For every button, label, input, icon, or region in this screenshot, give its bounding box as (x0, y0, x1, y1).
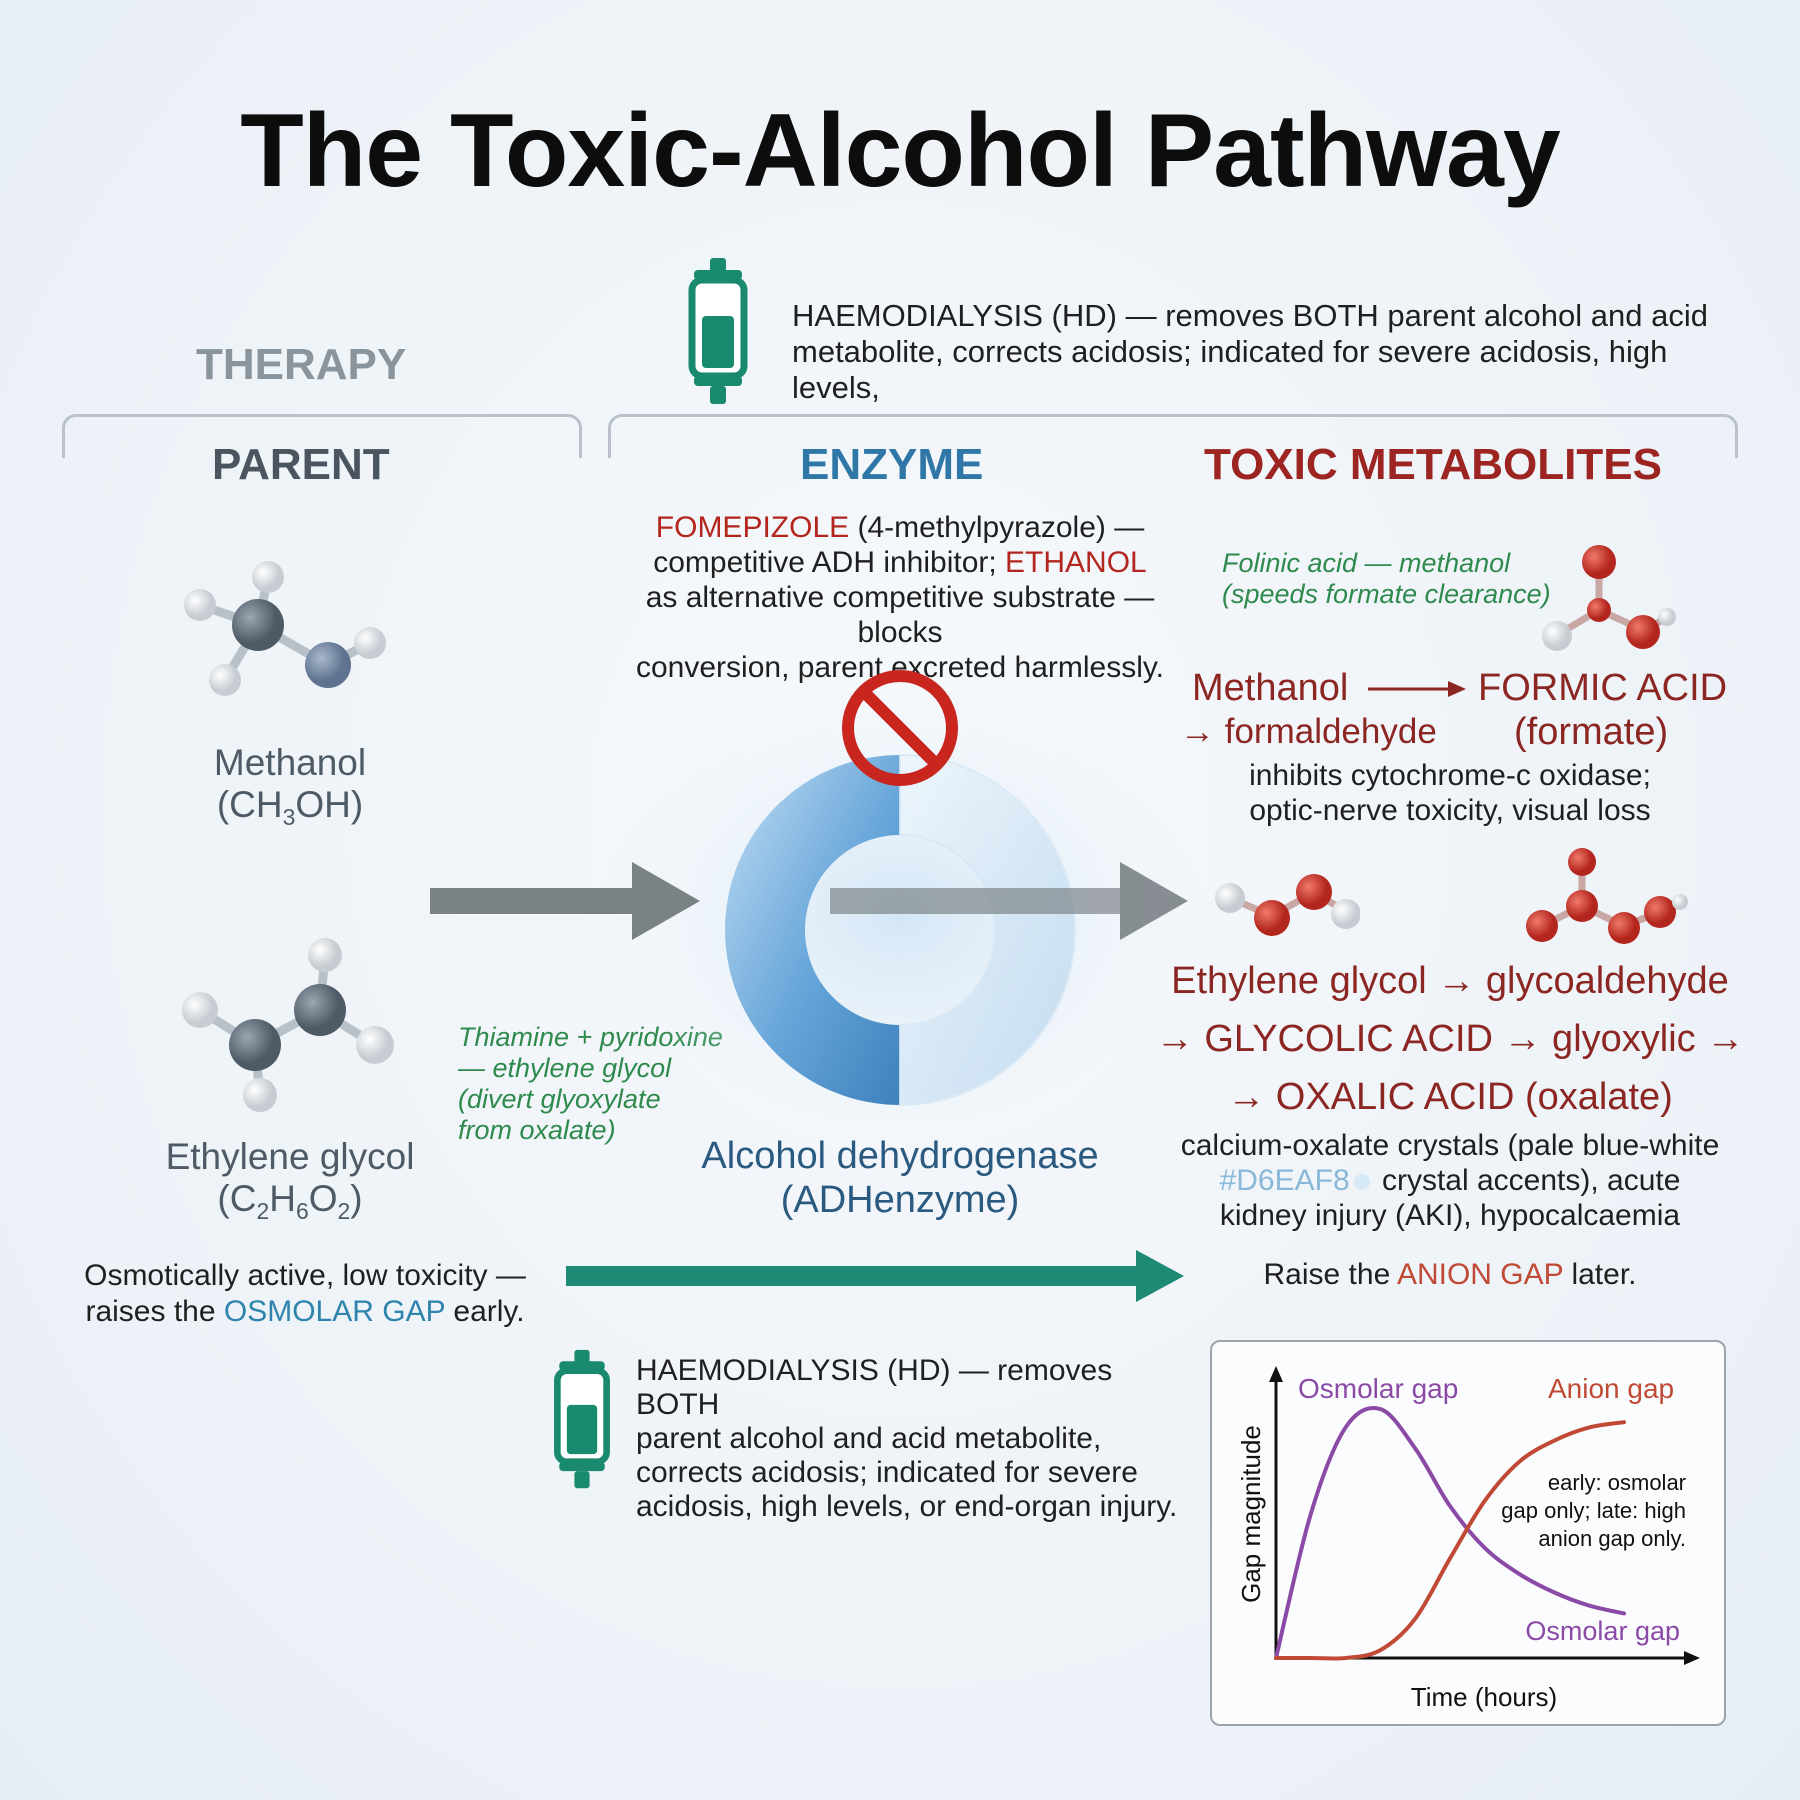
osmolar-note-line1: Osmotically active, low toxicity — (84, 1259, 526, 1292)
crystal-swatch (1353, 1174, 1370, 1191)
methanol-name: Methanol (213, 742, 367, 783)
gap-chart: Gap magnitude Time (hours) Osmolar gap A… (1236, 1366, 1700, 1712)
glycolic-acid-molecule-icon (1526, 848, 1688, 944)
methanol-formula-end: OH) (295, 784, 364, 825)
osmolar-gap-highlight: OSMOLAR GAP (223, 1295, 446, 1328)
eg-path-line3: → OXALIC ACID (oxalate) (1227, 1076, 1673, 1118)
eg-effect3: kidney injury (AKI), hypocalcaemia (1219, 1199, 1681, 1232)
methanol-formula-part: (CH (216, 784, 283, 825)
toxic-metabolites-column-header: TOXIC METABOLITES (1204, 440, 1662, 489)
enzyme-column-header: ENZYME (800, 440, 984, 489)
dialysis-filter-icon (554, 1349, 610, 1489)
eg-formula-sub: 6 (295, 1198, 309, 1225)
page-title: The Toxic-Alcohol Pathway (240, 93, 1560, 209)
eg-formula-sub: 2 (337, 1198, 351, 1225)
crystal-color-hex: #D6EAF8 (1219, 1164, 1350, 1197)
eg-formula-part: O (308, 1178, 338, 1219)
fomepizole-line3: as alternative competitive substrate — b… (645, 581, 1155, 649)
hd-bottom-line3: corrects acidosis; indicated for severe (636, 1456, 1138, 1489)
methanol-effect1: inhibits cytochrome-c oxidase; (1249, 759, 1651, 792)
folinic-line1: Folinic acid — methanol (1222, 548, 1511, 578)
eg-formula-part: H (269, 1178, 296, 1219)
hd-bottom-line1: HAEMODIALYSIS (HD) — removes BOTH (636, 1354, 1113, 1421)
anion-gap-legend: Anion gap (1548, 1373, 1674, 1404)
anion-gap-highlight: ANION GAP (1396, 1258, 1564, 1291)
hd-bottom-line4: acidosis, high levels, or end-organ inju… (636, 1490, 1178, 1523)
eg-effect1: calcium-oxalate crystals (pale blue-whit… (1180, 1129, 1720, 1162)
methanol-molecule-icon (184, 561, 386, 696)
formate-label: (formate) (1514, 711, 1669, 753)
prohibition-icon (842, 670, 958, 786)
anion-note-post: later. (1563, 1258, 1637, 1291)
methanol-path-start: Methanol (1192, 667, 1349, 709)
eg-formula-part: (C (217, 1178, 257, 1219)
enzyme-label-line2: (ADHenzyme) (780, 1179, 1020, 1221)
fomepizole-line2: competitive ADH inhibitor; (653, 546, 1006, 579)
ethylene-glycol-path: Ethylene glycol → glycoaldehyde → GLYCOL… (1150, 952, 1750, 1126)
methanol-toxicity-effect: inhibits cytochrome-c oxidase; optic-ner… (1160, 758, 1740, 828)
haemodialysis-bottom-note: HAEMODIALYSIS (HD) — removes BOTH parent… (636, 1354, 1196, 1524)
enzyme-toxic-bracket (608, 414, 1738, 458)
ethylene-glycol-label: Ethylene glycol (C2H6O2) (130, 1136, 450, 1232)
therapy-label: THERAPY (196, 340, 407, 389)
osmolar-gap-note: Osmotically active, low toxicity — raise… (60, 1258, 550, 1330)
methanol-formula-sub: 3 (282, 804, 296, 831)
glycoaldehyde-molecule-icon (1215, 874, 1360, 936)
dialysis-filter-icon (688, 258, 748, 404)
chart-annotation-line1: early: osmolar (1548, 1470, 1686, 1495)
anion-note-pre: Raise the (1263, 1258, 1397, 1291)
eg-effect2: crystal accents), acute (1373, 1164, 1681, 1197)
enzyme-label-line1: Alcohol dehydrogenase (701, 1135, 1099, 1177)
chart-annotation-line3: anion gap only. (1538, 1526, 1686, 1551)
methanol-effect2: optic-nerve toxicity, visual loss (1249, 794, 1651, 827)
thiamine-pyridoxine-note: Thiamine + pyridoxine — ethylene glycol … (458, 1022, 723, 1146)
osmolar-to-anion-arrow (566, 1250, 1184, 1302)
eg-path-line1: Ethylene glycol → glycoaldehyde (1171, 960, 1729, 1002)
thiamine-line4: from oxalate) (458, 1115, 616, 1145)
eg-formula-part: ) (350, 1178, 363, 1219)
osmolar-gap-legend: Osmolar gap (1298, 1373, 1458, 1404)
chart-y-axis-arrow (1269, 1366, 1283, 1382)
fomepizole-line1: (4-methylpyrazole) — (849, 511, 1145, 544)
ethylene-glycol-toxicity-effect: calcium-oxalate crystals (pale blue-whit… (1150, 1128, 1750, 1233)
osmolar-note-pre: raises the (85, 1295, 224, 1328)
thiamine-line3: (divert glyoxylate (458, 1084, 661, 1114)
parent-bracket (62, 414, 582, 458)
chart-x-axis-arrow (1684, 1651, 1700, 1665)
parent-column-header: PARENT (212, 440, 390, 489)
hd-bottom-line2: parent alcohol and acid metabolite, (636, 1422, 1102, 1455)
fomepizole-drug: FOMEPIZOLE (655, 511, 850, 544)
chart-series-line-anion-gap (1274, 1420, 1626, 1661)
ethylene-glycol-molecule-icon (182, 938, 394, 1112)
osmolar-gap-end-label: Osmolar gap (1525, 1616, 1680, 1646)
chart-series (1274, 1406, 1626, 1661)
chart-y-axis-label: Gap magnitude (1236, 1425, 1266, 1603)
gap-chart-panel: Gap magnitude Time (hours) Osmolar gap A… (1210, 1340, 1726, 1726)
chart-series-line-osmolar-gap (1274, 1406, 1626, 1660)
folinic-line2: (speeds formate clearance) (1222, 579, 1551, 609)
chart-annotation-line2: gap only; late: high (1501, 1498, 1686, 1523)
eg-path-line2: → GLYCOLIC ACID → glyoxylic → (1155, 1018, 1745, 1060)
haemodialysis-top-note: HAEMODIALYSIS (HD) — removes BOTH parent… (792, 298, 1708, 405)
ethylene-glycol-name: Ethylene glycol (165, 1136, 415, 1177)
folinic-acid-note: Folinic acid — methanol (speeds formate … (1222, 548, 1551, 610)
chart-x-axis-label: Time (hours) (1411, 1682, 1557, 1712)
thiamine-line2: — ethylene glycol (458, 1053, 672, 1083)
methanol-label: Methanol (CH3OH) (150, 742, 430, 838)
enzyme-label: Alcohol dehydrogenase (ADHenzyme) (640, 1134, 1160, 1222)
formic-acid-molecule-icon (1542, 545, 1676, 651)
anion-gap-note: Raise the ANION GAP later. (1140, 1258, 1760, 1292)
formic-acid-label: FORMIC ACID (1478, 667, 1728, 709)
osmolar-note-post: early. (445, 1295, 525, 1328)
enzyme-ring-icon (600, 660, 1200, 1120)
methanol-to-formic-arrow (1368, 681, 1466, 697)
ethanol-drug: ETHANOL (1005, 546, 1147, 579)
eg-formula-sub: 2 (256, 1198, 270, 1225)
formaldehyde-label: → formaldehyde (1180, 712, 1437, 751)
